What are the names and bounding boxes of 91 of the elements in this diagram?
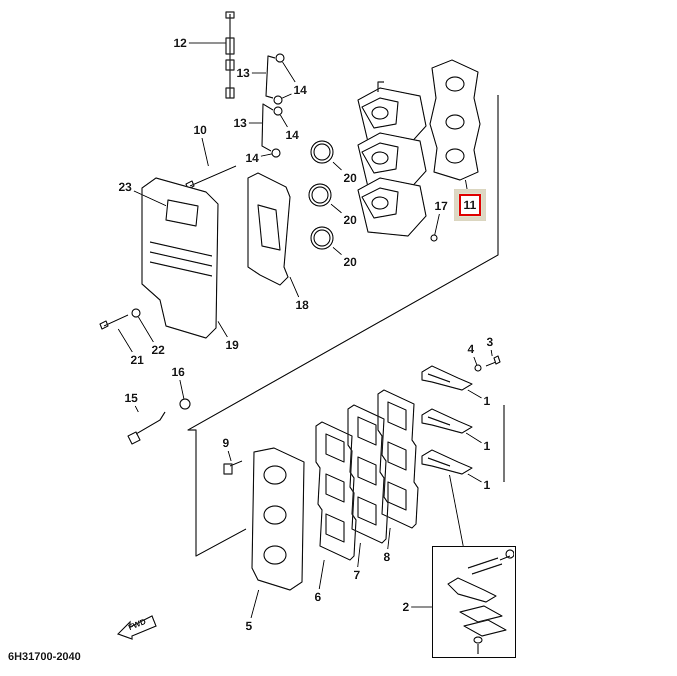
figure-code: 6H31700-2040 bbox=[8, 651, 81, 663]
leader-line bbox=[179, 380, 184, 400]
callout-number: 19 bbox=[224, 338, 240, 352]
label-plate bbox=[165, 199, 199, 227]
leader-line bbox=[202, 138, 209, 166]
callout-number: 8 bbox=[382, 550, 392, 564]
hose-drawing bbox=[265, 55, 276, 99]
silencer-cover-drawing bbox=[141, 177, 219, 339]
leader-line bbox=[449, 474, 464, 546]
leader-line bbox=[330, 204, 342, 214]
leader-line bbox=[228, 450, 232, 462]
o-ring-drawing bbox=[310, 140, 334, 164]
callout-number: 9 bbox=[222, 436, 230, 450]
washer-drawing bbox=[131, 308, 141, 318]
callout-number: 2 bbox=[402, 600, 410, 614]
callout-number: 22 bbox=[150, 343, 166, 357]
leader-line bbox=[250, 590, 260, 618]
switch-drawing bbox=[127, 411, 166, 445]
o-ring-drawing bbox=[310, 226, 334, 250]
leader-line bbox=[357, 542, 361, 568]
leader-line bbox=[138, 316, 154, 342]
clamp-drawing bbox=[273, 106, 283, 116]
leader-line bbox=[467, 474, 482, 482]
fuel-line-drawing bbox=[225, 11, 235, 99]
callout-number: 1 bbox=[482, 478, 492, 492]
callout-number: 6 bbox=[314, 590, 322, 604]
reed-valve-drawing bbox=[421, 449, 473, 475]
callout-number: 14 bbox=[284, 128, 300, 142]
leader-line bbox=[218, 320, 228, 338]
callout-number: 13 bbox=[232, 116, 248, 130]
leader-line bbox=[290, 276, 300, 298]
callout-number: 5 bbox=[244, 619, 254, 633]
reed-valve-drawing bbox=[421, 408, 473, 434]
leader-line bbox=[467, 390, 482, 398]
bolt-drawing bbox=[485, 355, 501, 367]
callout-number: 18 bbox=[294, 298, 310, 312]
leader-line bbox=[282, 93, 292, 99]
o-ring-drawing bbox=[308, 183, 332, 207]
plate-drawing bbox=[247, 172, 291, 286]
clamp-drawing bbox=[271, 148, 281, 158]
leader-line bbox=[251, 72, 266, 74]
callout-number: 21 bbox=[130, 353, 145, 367]
bolt-drawing bbox=[223, 460, 243, 475]
callout-number: 7 bbox=[352, 568, 362, 582]
hose-drawing bbox=[261, 103, 274, 152]
callout-number: 20 bbox=[342, 171, 358, 185]
bolt-drawing bbox=[185, 165, 237, 190]
callout-number: 16 bbox=[170, 365, 186, 379]
callout-number: 14 bbox=[292, 83, 308, 97]
callout-number: 14 bbox=[244, 151, 260, 165]
leader-line bbox=[410, 606, 432, 608]
grommet-drawing bbox=[179, 398, 191, 410]
callout-number: 20 bbox=[342, 255, 358, 269]
leader-line bbox=[118, 328, 133, 352]
gasket-drawing bbox=[429, 59, 481, 181]
bolt-drawing bbox=[99, 314, 129, 330]
gasket-drawing bbox=[315, 421, 357, 561]
leader-line bbox=[248, 122, 262, 124]
gasket-drawing bbox=[377, 389, 419, 529]
leader-line bbox=[134, 406, 139, 412]
leader-line bbox=[473, 356, 478, 366]
leader-line bbox=[318, 560, 325, 590]
leader-line bbox=[282, 62, 296, 82]
callout-number: 17 bbox=[434, 199, 449, 213]
leader-line bbox=[280, 114, 288, 128]
clamp-drawing bbox=[275, 53, 285, 63]
callout-number: 13 bbox=[236, 66, 251, 80]
callout-number: 1 bbox=[482, 439, 492, 453]
callout-number: 15 bbox=[124, 391, 139, 405]
leader-line bbox=[466, 432, 482, 444]
washer-drawing bbox=[474, 364, 482, 372]
reed-valve-drawing bbox=[421, 365, 473, 391]
callout-number: 12 bbox=[172, 36, 188, 50]
inset-box bbox=[432, 546, 516, 658]
clamp-drawing bbox=[273, 95, 283, 105]
gasket-drawing bbox=[347, 404, 389, 544]
leader-line bbox=[490, 350, 493, 356]
screw-drawing bbox=[430, 234, 438, 242]
leader-line bbox=[387, 528, 391, 550]
callout-number: 4 bbox=[466, 342, 476, 356]
leader-line bbox=[332, 162, 342, 170]
callout-number: 10 bbox=[192, 123, 208, 137]
callout-number: 23 bbox=[118, 180, 133, 194]
callout-number: 3 bbox=[486, 335, 494, 349]
callout-number: 1 bbox=[482, 394, 492, 408]
intake-plate-drawing bbox=[251, 447, 305, 591]
leader-line bbox=[260, 153, 272, 157]
leader-line bbox=[332, 246, 342, 256]
leader-line bbox=[188, 42, 226, 44]
callout-number: 20 bbox=[342, 213, 358, 227]
leader-line bbox=[434, 214, 440, 236]
